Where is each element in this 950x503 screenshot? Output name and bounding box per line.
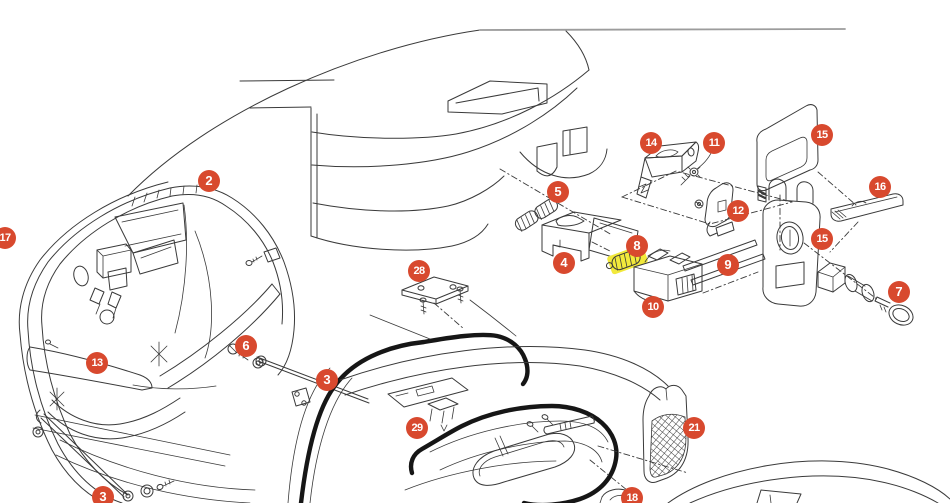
mounting-strap <box>26 283 281 391</box>
callout-7[interactable]: 7 <box>888 281 910 303</box>
callout-5[interactable]: 5 <box>547 181 569 203</box>
cover-plate-part15-upper <box>756 104 819 203</box>
case-latch-plate <box>387 377 469 408</box>
strip-part16 <box>830 193 904 222</box>
callout-12[interactable]: 12 <box>727 200 749 222</box>
lid-latch-tab <box>519 126 608 179</box>
rod-lower-part3 <box>32 409 175 502</box>
callout-3-lower[interactable]: 3 <box>92 486 114 503</box>
bracket-part14 <box>636 141 700 199</box>
bracket-part28 <box>401 276 469 315</box>
callout-8[interactable]: 8 <box>626 235 648 257</box>
callout-3-upper[interactable]: 3 <box>316 369 338 391</box>
callout-29[interactable]: 29 <box>406 417 428 439</box>
bottom-right-case-drawing <box>667 460 950 503</box>
center-case-drawing <box>287 276 669 503</box>
callout-10[interactable]: 10 <box>642 296 664 318</box>
lever-part12 <box>694 182 735 237</box>
callout-21[interactable]: 21 <box>683 417 705 439</box>
callout-15-upper[interactable]: 15 <box>811 124 833 146</box>
case-latch-receiver <box>89 243 132 319</box>
key-part7 <box>874 296 914 326</box>
callout-15-lower[interactable]: 15 <box>811 228 833 250</box>
guide-lines <box>433 168 879 500</box>
callout-17[interactable]: 17 <box>0 227 16 249</box>
callout-2[interactable]: 2 <box>198 170 220 192</box>
reflector-part21 <box>642 384 689 483</box>
callout-11[interactable]: 11 <box>703 132 725 154</box>
top-lid-drawing <box>127 28 846 251</box>
case-floor-lines <box>32 384 256 503</box>
callout-14[interactable]: 14 <box>640 132 662 154</box>
callout-16[interactable]: 16 <box>869 176 891 198</box>
callout-9[interactable]: 9 <box>717 254 739 276</box>
case-floor-dish <box>472 414 576 486</box>
rod-upper-part3 <box>255 355 370 407</box>
rim-bracket-and-screw <box>245 247 281 266</box>
gasket-seal-front <box>408 403 619 503</box>
callout-4[interactable]: 4 <box>553 252 575 274</box>
callout-13[interactable]: 13 <box>86 352 108 374</box>
case-back-panel <box>114 202 187 275</box>
callout-18[interactable]: 18 <box>621 487 643 503</box>
callout-6[interactable]: 6 <box>235 335 257 357</box>
lock-plate-part15-lower <box>762 178 821 307</box>
clip-part29 <box>427 397 459 432</box>
callout-28[interactable]: 28 <box>408 260 430 282</box>
gasket-seal <box>298 332 530 503</box>
lid-handle-recess <box>447 80 548 115</box>
open-case-drawing <box>18 181 370 503</box>
